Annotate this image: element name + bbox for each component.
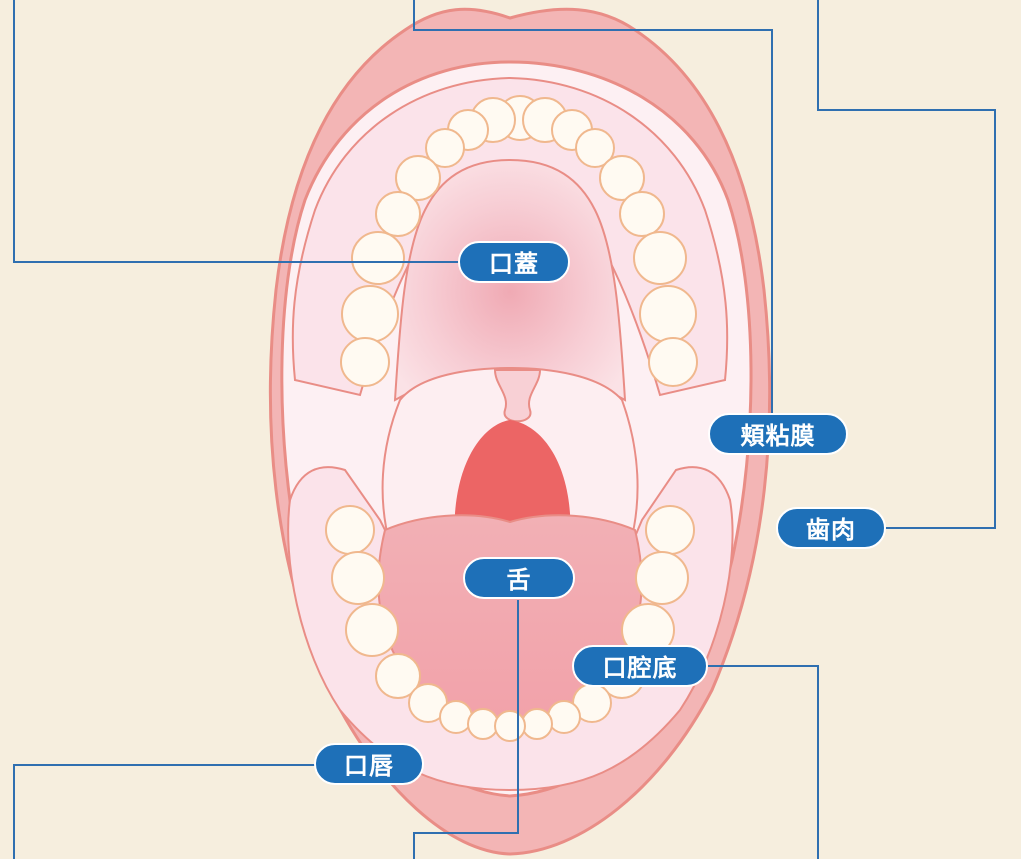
- label-floor-of-mouth: 口腔底: [572, 645, 708, 687]
- label-lips: 口唇: [314, 743, 424, 785]
- label-palate: 口蓋: [458, 241, 570, 283]
- label-tongue: 舌: [463, 557, 575, 599]
- leader-line-gingiva: [818, 0, 995, 528]
- label-gingiva: 歯肉: [776, 507, 886, 549]
- leader-line-lips: [14, 765, 340, 859]
- label-buccal-mucosa: 頬粘膜: [708, 413, 848, 455]
